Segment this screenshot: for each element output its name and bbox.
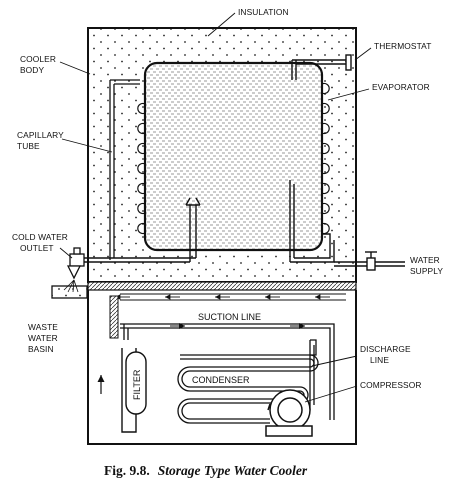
- filter-drier: [121, 348, 147, 433]
- label-cold-water-2: OUTLET: [20, 243, 54, 253]
- suction-line: [120, 323, 335, 420]
- waste-down-pipe: [109, 295, 119, 339]
- label-insulation: INSULATION: [238, 7, 289, 17]
- label-water-supply-2: SUPPLY: [410, 266, 443, 276]
- label-suction-line: SUCTION LINE: [198, 312, 261, 322]
- evaporator-coils-right: [321, 82, 330, 235]
- label-discharge-1: DISCHARGE: [360, 344, 411, 354]
- label-discharge-2: LINE: [370, 355, 389, 365]
- discharge-line: [309, 340, 315, 410]
- cold-water-tap: [66, 247, 85, 280]
- shelf-divider: [87, 281, 357, 291]
- label-cooler-body-2: BODY: [20, 65, 44, 75]
- label-cooler-body-1: COOLER: [20, 54, 56, 64]
- waste-water-basin: [51, 285, 88, 299]
- waste-return-line: [120, 293, 346, 301]
- label-evaporator: EVAPORATOR: [372, 82, 430, 92]
- water-supply-pipe: [289, 180, 405, 267]
- figure-caption: Fig. 9.8. Storage Type Water Cooler: [104, 462, 308, 479]
- caption-title: Storage Type Water Cooler: [158, 463, 308, 478]
- leader-lines: [59, 12, 372, 403]
- label-filter: FILTER: [132, 369, 142, 400]
- label-waste-1: WASTE: [28, 322, 58, 332]
- capillary-tube: [109, 79, 140, 260]
- label-condenser: CONDENSER: [192, 375, 250, 385]
- lower-compartment: [87, 290, 357, 445]
- label-waste-2: WATER: [28, 333, 58, 343]
- label-compressor: COMPRESSOR: [360, 380, 422, 390]
- label-thermostat: THERMOSTAT: [374, 41, 431, 51]
- condenser-coil: [177, 339, 319, 424]
- label-water-supply-1: WATER: [410, 255, 440, 265]
- label-waste-3: BASIN: [28, 344, 54, 354]
- thermostat-sensor: [291, 54, 352, 80]
- cold-water-outlet-pipe: [82, 197, 201, 263]
- label-capillary-2: TUBE: [17, 141, 40, 151]
- evaporator-coils-left: [137, 102, 146, 235]
- water-supply-valve: [365, 251, 377, 271]
- label-capillary-1: CAPILLARY: [17, 130, 64, 140]
- caption-figure-number: Fig. 9.8.: [104, 463, 150, 478]
- label-cold-water-1: COLD WATER: [12, 232, 68, 242]
- water-storage-tank: [143, 61, 324, 252]
- compressor: [265, 389, 313, 437]
